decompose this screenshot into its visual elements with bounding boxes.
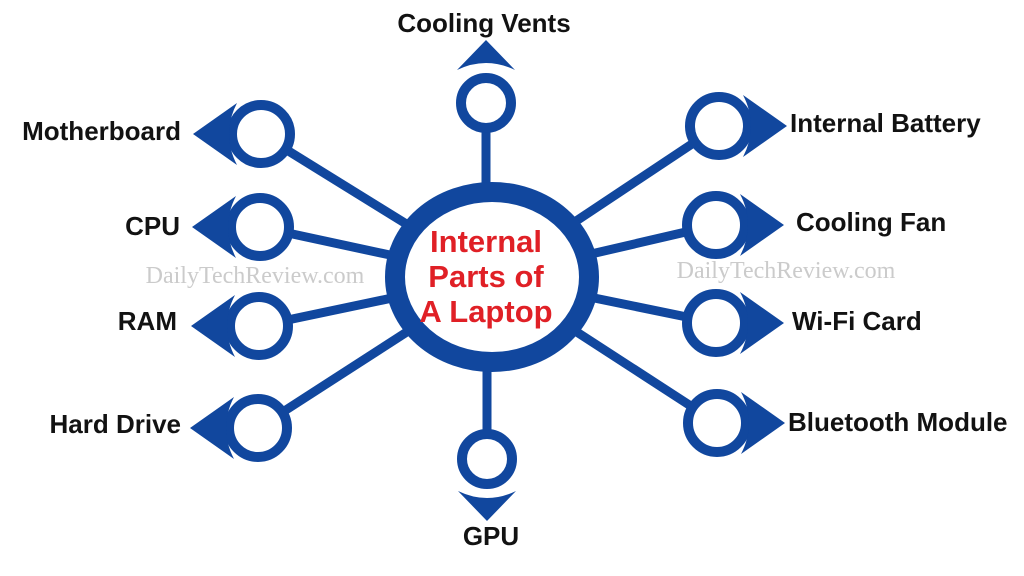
node-circles: [224, 73, 753, 489]
node-label-gpu: GPU: [462, 521, 520, 551]
hard-drive-arrow-icon: [190, 397, 234, 459]
node-circle-bluetooth-module: [683, 389, 751, 457]
bluetooth-module-arrow-icon: [741, 392, 785, 454]
node-label-cooling-fan: Cooling Fan: [796, 207, 947, 237]
node-label-wifi-card: Wi-Fi Card: [792, 306, 922, 336]
diagram-title-line-1: Internal: [430, 224, 542, 259]
wifi-card-arrow-icon: [740, 292, 784, 354]
node-circle-cpu: [226, 193, 294, 261]
node-circle-hard-drive: [224, 394, 292, 462]
node-label-internal-battery: Internal Battery: [790, 108, 981, 138]
diagram-title-line-2: Parts of: [428, 259, 544, 294]
cooling-fan-arrow-icon: [740, 194, 784, 256]
ram-arrow-icon: [191, 295, 235, 357]
node-label-hard-drive: Hard Drive: [49, 409, 182, 439]
node-circle-cooling-fan: [682, 191, 750, 259]
node-circle-motherboard: [227, 100, 295, 168]
watermark-left: DailyTechReview.com: [145, 263, 365, 289]
arrowheads: [190, 40, 787, 521]
node-label-cooling-vents: Cooling Vents: [397, 8, 571, 38]
internal-battery-arrow-icon: [743, 95, 787, 157]
motherboard-arrow-icon: [193, 103, 237, 165]
diagram-title-line-3: A Laptop: [419, 294, 553, 329]
cooling-vents-arrow-icon: [457, 40, 515, 70]
hub-circle: [385, 182, 599, 372]
node-circle-gpu: [457, 429, 517, 489]
node-circle-internal-battery: [685, 92, 753, 160]
node-circle-wifi-card: [682, 289, 750, 357]
node-label-ram: RAM: [117, 306, 177, 336]
gpu-arrow-icon: [458, 491, 516, 521]
node-label-cpu: CPU: [125, 211, 180, 241]
node-circle-cooling-vents: [456, 73, 516, 133]
watermark-right: DailyTechReview.com: [676, 258, 896, 284]
diagram-title: Internal Parts of A Laptop: [386, 224, 586, 329]
node-label-bluetooth-module: Bluetooth Module: [788, 407, 1008, 437]
node-label-motherboard: Motherboard: [22, 116, 181, 146]
node-circle-ram: [225, 292, 293, 360]
cpu-arrow-icon: [192, 196, 236, 258]
